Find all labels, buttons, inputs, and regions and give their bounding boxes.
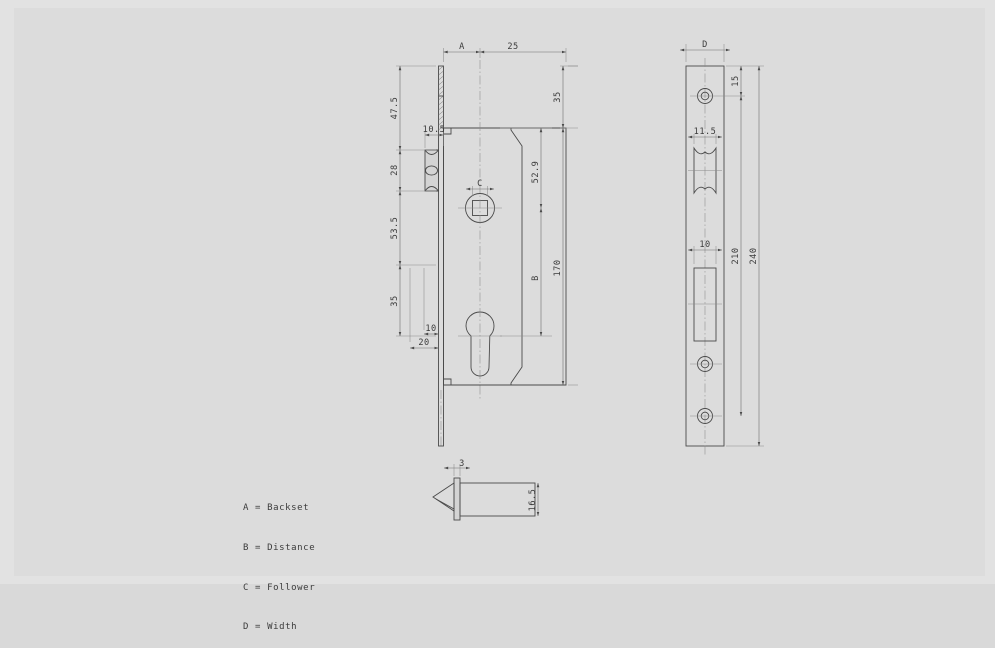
latch-aperture [688,146,722,195]
dim-case-depth-25: 25 [480,42,567,62]
dim-15: 15 [731,66,743,96]
dim-label-15: 15 [731,75,741,86]
dim-front-10: 10 [688,240,722,264]
dim-width-D: D [680,40,730,62]
dim-label-20: 20 [418,338,429,348]
screw-hole-top [690,88,745,104]
dim-47-5: 47.5 [390,65,436,151]
front-view: D 15 11.5 10 210 [680,40,764,456]
detail-latch-tongue [432,482,455,512]
dim-label-C: C [477,179,483,189]
dim-label-16-5: 16.5 [528,489,538,512]
dim-label-3: 3 [459,459,465,469]
dim-bottom-35: 35 [390,265,436,337]
dim-label-240: 240 [749,247,759,264]
legend: A = Backset B = Distance C = Follower D … [243,476,315,648]
technical-drawing-svg: .obj{fill:none;stroke:#4a4a4a;stroke-wid… [390,40,764,521]
lock-case-body [443,127,567,386]
dim-label-D: D [702,40,708,50]
dim-label-25: 25 [507,42,518,52]
drawing-frame [0,0,995,584]
dim-label-10-5: 10.5 [423,125,446,135]
dim-28: 28 [390,150,436,192]
dim-follower-C: C [466,179,494,196]
screw-hole-middle [690,356,722,372]
dim-52-9: 52.9 [500,127,552,208]
dim-240: 240 [726,65,764,447]
dim-distance-B: B [500,208,552,337]
dim-20: 20 [410,338,439,350]
deadbolt-aperture [688,267,722,342]
legend-line-A: A = Backset [243,503,310,514]
dim-top-35: 35 [553,65,578,129]
dim-label-11-5: 11.5 [694,127,717,137]
dim-label-47-5: 47.5 [390,97,400,120]
faceplate-hatching [438,65,444,131]
drawing-sheet: .obj{fill:none;stroke:#4a4a4a;stroke-wid… [390,40,764,521]
side-faceplate [438,65,444,447]
dim-label-35-top: 35 [553,91,563,102]
dim-label-35-bottom: 35 [390,295,400,306]
latch-bolt-profile [424,149,439,192]
dim-210: 210 [731,96,743,416]
detail-faceplate [453,477,461,521]
dim-label-28: 28 [390,164,400,175]
dim-label-front-10: 10 [699,240,710,250]
dim-label-53-5: 53.5 [390,217,400,240]
detail-taper-line [435,498,455,510]
dim-3: 3 [444,459,470,476]
side-view: A 25 35 52.9 B 170 [390,42,578,448]
detail-case-body [459,482,536,517]
dim-53-5: 53.5 [390,191,436,266]
dim-label-10: 10 [425,324,436,334]
dim-label-170: 170 [553,259,563,276]
dim-11-5: 11.5 [688,127,722,144]
dim-label-B: B [531,275,541,281]
legend-line-D: D = Width [243,622,298,633]
dim-label-210: 210 [731,247,741,264]
dim-label-52-9: 52.9 [531,161,541,184]
dim-16-5: 16.5 [528,483,540,516]
dim-10-5: 10.5 [423,125,446,148]
dim-10: 10 [424,324,439,336]
dim-label-A: A [459,42,465,52]
legend-line-B: B = Distance [243,543,316,553]
detail-view: 3 16.5 [432,459,540,521]
screw-hole-bottom [690,408,722,424]
dim-backset-A: A [443,42,481,62]
dim-case-length-170: 170 [553,65,578,386]
